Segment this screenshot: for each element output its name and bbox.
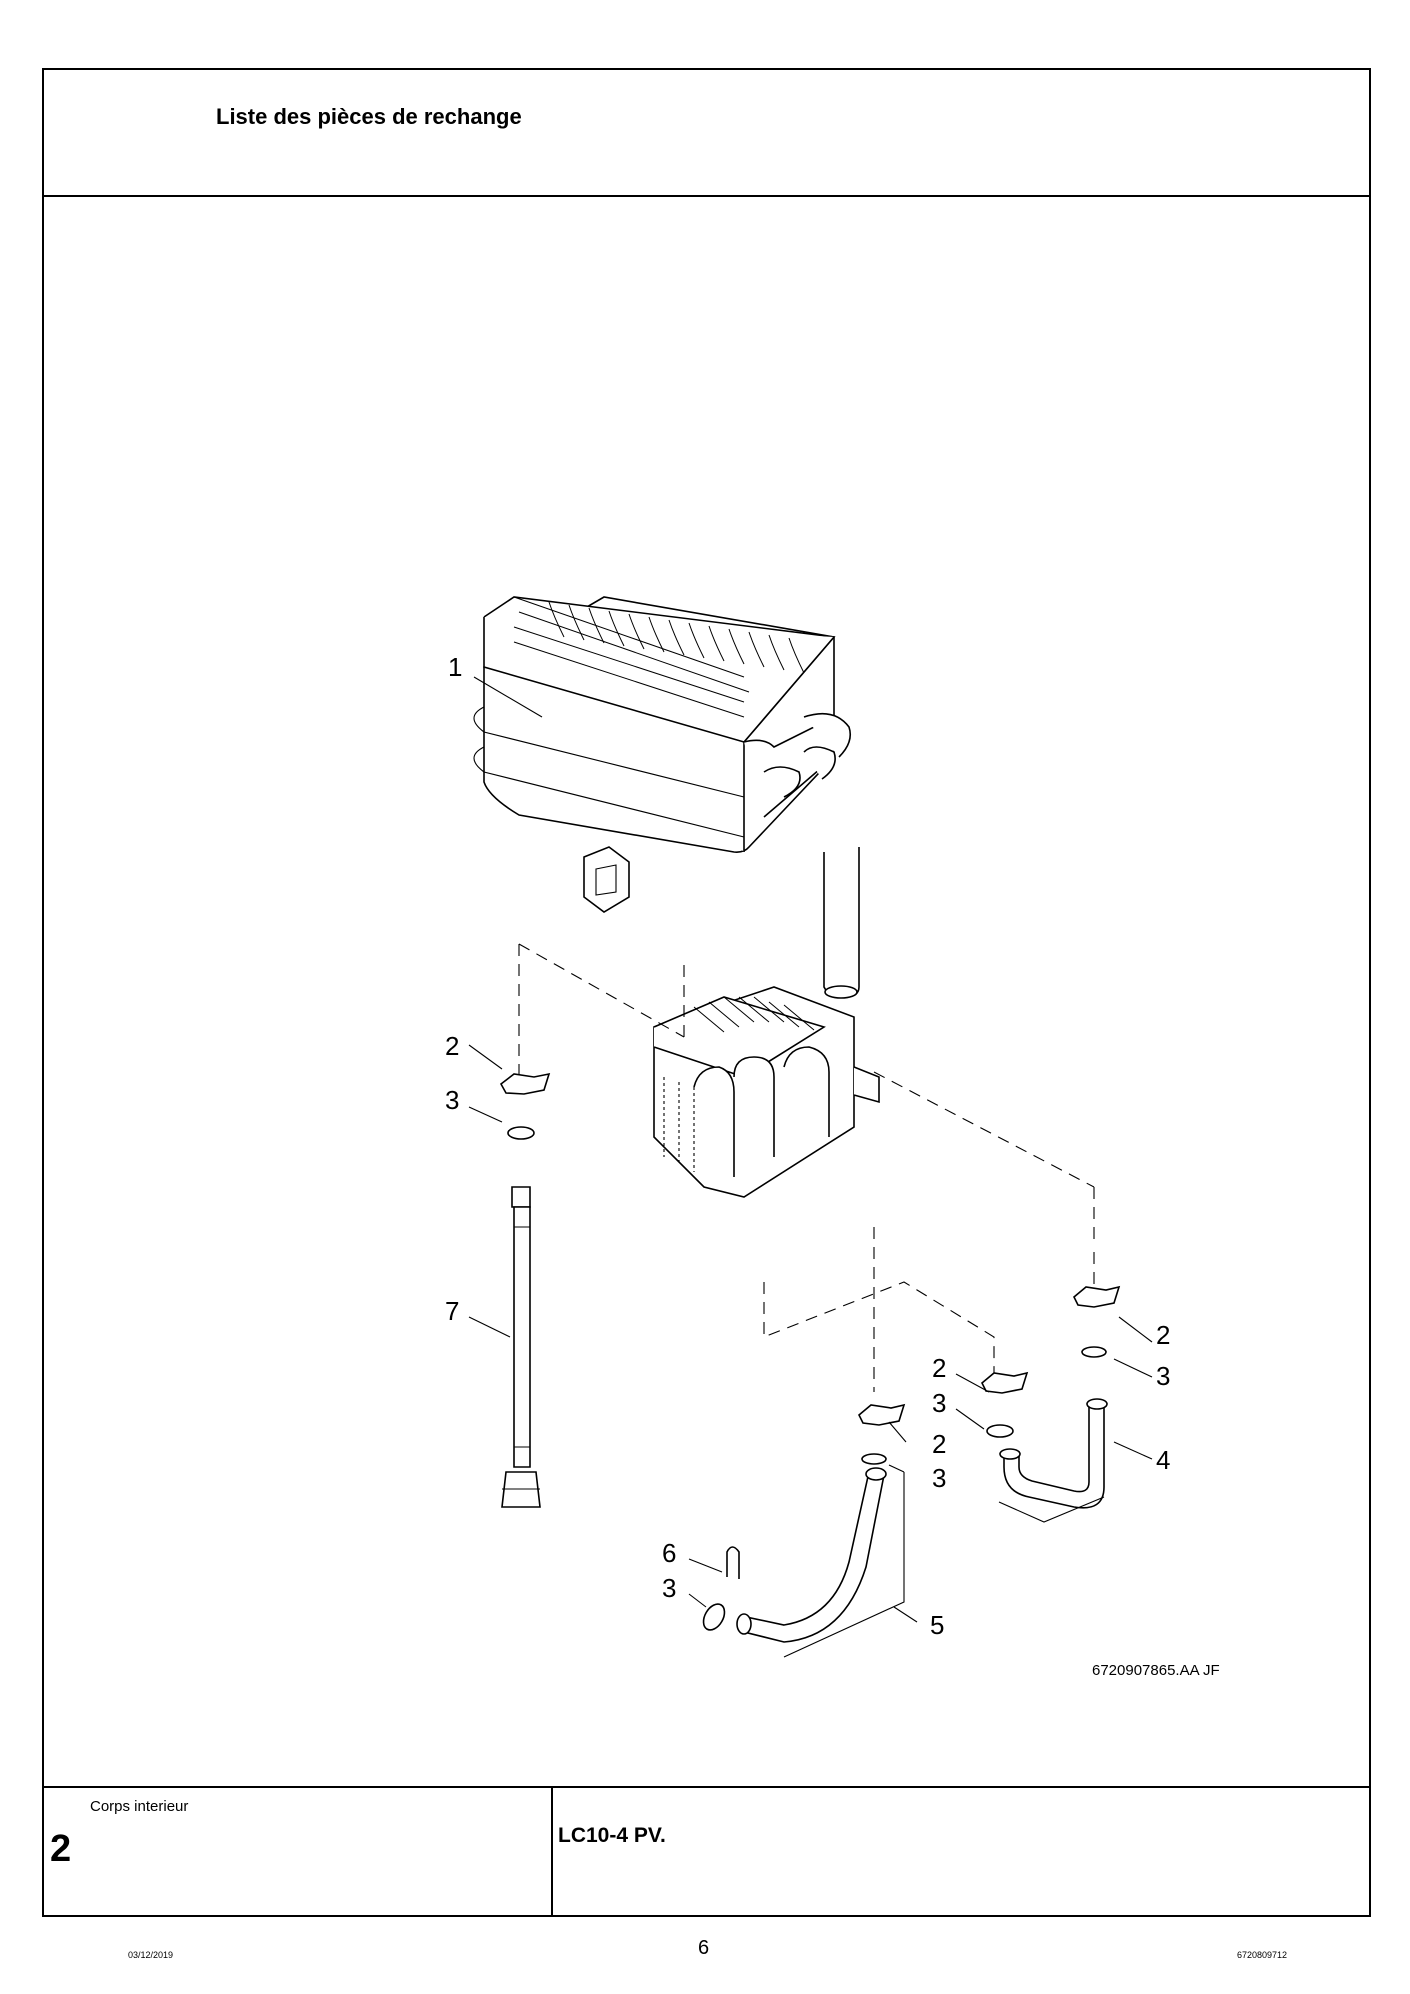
washer-part-3-a	[507, 1126, 535, 1140]
pipe-part-4	[999, 1398, 1108, 1509]
washer-part-3-e	[702, 1603, 726, 1631]
callout-3-right: 3	[1156, 1361, 1170, 1391]
washer-part-3-b	[1081, 1346, 1107, 1358]
pipe-4-bracket-line	[998, 1496, 1105, 1523]
flexible-hose-part-7	[501, 1186, 541, 1508]
pipe-5-bracket-line	[783, 1472, 905, 1658]
callout-4: 4	[1156, 1445, 1170, 1475]
page-number: 6	[698, 1937, 710, 1959]
exploded-view-drawing: 1 2 3 7 2 3 2 3 2 3 4 6 3 5 6720907865.A…	[44, 197, 1369, 1786]
callout-2-lower: 2	[932, 1429, 946, 1459]
callout-3-bottom: 3	[662, 1573, 676, 1603]
heat-exchanger-body	[473, 596, 860, 999]
callout-3-upper-left: 3	[445, 1085, 459, 1115]
drawing-reference: 6720907865.AA JF	[1092, 1662, 1220, 1679]
clip-part-2-b	[1073, 1285, 1121, 1308]
callout-2-right: 2	[1156, 1320, 1170, 1350]
leader-lines	[468, 676, 1153, 1623]
pipe-part-5	[736, 1467, 887, 1643]
clip-part-2-c	[981, 1371, 1029, 1394]
callout-1: 1	[448, 652, 462, 682]
callout-3-lower: 3	[932, 1463, 946, 1493]
title-block-section: Corps interieur 2	[44, 1788, 553, 1917]
assembly-guide-lines	[518, 943, 1095, 1392]
callout-6: 6	[662, 1538, 676, 1568]
burner-block	[653, 986, 880, 1198]
header-band: Liste des pièces de rechange	[44, 70, 1369, 197]
callout-2-middle: 2	[932, 1353, 946, 1383]
model-name: LC10-4 PV.	[558, 1824, 666, 1847]
document-number: 6720809712	[1237, 1950, 1288, 1960]
clip-part-2-d	[858, 1403, 906, 1426]
washer-part-3-d	[861, 1453, 887, 1465]
washer-part-3-c	[986, 1424, 1014, 1438]
retaining-clip-part-6	[726, 1546, 740, 1579]
exploded-view-svg: 1 2 3 7 2 3 2 3 2 3 4 6 3 5	[445, 596, 1170, 1658]
page-title: Liste des pièces de rechange	[216, 104, 522, 129]
callout-7: 7	[445, 1296, 459, 1326]
callout-5: 5	[930, 1610, 944, 1640]
callout-2-upper-left: 2	[445, 1031, 459, 1061]
page-date: 03/12/2019	[128, 1950, 174, 1960]
callout-3-middle: 3	[932, 1388, 946, 1418]
clip-part-2-a	[499, 1072, 551, 1095]
page-frame: Liste des pièces de rechange	[42, 68, 1371, 1917]
section-label: Corps interieur	[90, 1798, 189, 1815]
section-number: 2	[50, 1828, 72, 1870]
title-block: Corps interieur 2 LC10-4 PV.	[44, 1786, 1369, 1917]
